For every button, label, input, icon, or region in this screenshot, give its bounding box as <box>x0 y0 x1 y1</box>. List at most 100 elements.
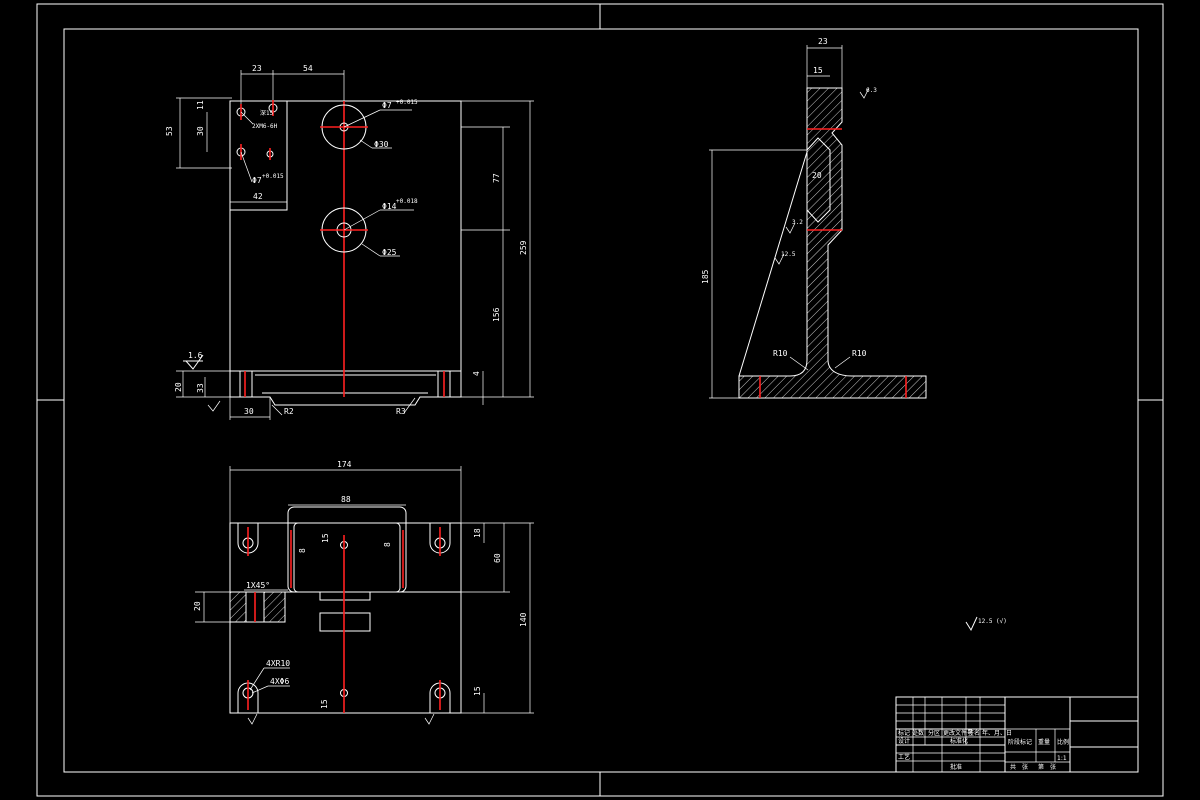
dim-54: 54 <box>303 64 313 73</box>
tb-date: 年、月、日 <box>982 729 1012 737</box>
side-rib-line <box>738 151 808 377</box>
side-dim-15: 15 <box>813 66 823 75</box>
top-dim-15: 15 <box>321 533 330 543</box>
top-dim-8a: 8 <box>298 548 307 553</box>
dim-30b: 30 <box>244 407 254 416</box>
side-roughness-3-val: 12.5 <box>781 251 796 258</box>
tb-sheet-no: 第 <box>1038 763 1044 771</box>
top-boss-1 <box>319 591 371 601</box>
dim-23: 23 <box>252 64 262 73</box>
side-inner-contour <box>806 137 831 223</box>
top-pocket-inner <box>293 522 401 593</box>
general-roughness-symbol <box>965 616 978 632</box>
side-view: 23 15 185 20 R10 R10 6.3 3.2 12.5 <box>701 37 927 399</box>
tb-approve: 批准 <box>950 763 962 771</box>
general-roughness: 12.5 (√) <box>978 618 1007 625</box>
roughness-symbol-1 <box>185 354 204 370</box>
tb-sheet-unit: 张 <box>1022 763 1028 771</box>
leader-phi7-left <box>240 151 253 183</box>
roughness-1-6: 1.6 <box>188 351 203 360</box>
side-r10a: R10 <box>773 349 788 358</box>
inner-border <box>63 28 1139 773</box>
leader-thread <box>240 111 254 125</box>
callout-phi14-tol: +0.018 <box>396 198 418 205</box>
top-dim-15c: 15 <box>473 686 482 696</box>
leader-r2 <box>271 404 283 416</box>
callout-phi7-top: Φ7 <box>382 101 392 110</box>
label-r2: R2 <box>284 407 294 416</box>
base-slot-left <box>239 370 253 398</box>
top-boss-2 <box>319 612 371 632</box>
leader-slot <box>249 667 265 691</box>
top-dim-15b: 15 <box>320 699 329 709</box>
leader-r10a <box>789 356 809 371</box>
title-block-frame <box>895 696 1139 773</box>
side-r10b: R10 <box>852 349 867 358</box>
tb-process: 工艺 <box>898 753 910 761</box>
leader-phi30 <box>359 139 373 149</box>
callout-phi30: Φ30 <box>374 140 389 149</box>
leader-r10b <box>834 356 851 369</box>
callout-depth: 深15 <box>260 109 274 117</box>
top-dim-174: 174 <box>337 460 352 469</box>
callout-slot: 4XR10 <box>266 659 290 668</box>
front-view: 23 54 53 30 11 42 77 156 259 4 20 33 30 <box>165 64 534 420</box>
top-dim-8b: 8 <box>383 542 392 547</box>
front-base <box>229 370 462 406</box>
leader-phi7-top <box>343 109 381 128</box>
callout-phi7-top-tol: +0.015 <box>396 99 418 106</box>
tb-mark: 标记 <box>898 729 910 737</box>
tb-count: 处数 <box>912 729 924 737</box>
outer-border <box>36 3 1164 797</box>
dim-42: 42 <box>253 192 263 201</box>
dim-259: 259 <box>519 240 528 255</box>
callout-phi7-left-tol: +0.015 <box>262 173 284 180</box>
tb-scale: 1:1 <box>1057 755 1067 762</box>
dim-20: 20 <box>174 382 183 392</box>
tb-zone: 分区 <box>928 729 940 737</box>
tb-scale-label: 比例 <box>1057 738 1069 746</box>
callout-thread: 2XM6-6H <box>252 123 278 130</box>
tb-sheet-total: 共 <box>1010 763 1016 771</box>
tb-designer: 设计 <box>898 737 910 745</box>
dim-11: 11 <box>196 100 205 110</box>
side-dim-185: 185 <box>701 269 710 284</box>
top-dim-60: 60 <box>493 553 502 563</box>
callout-phi25: Φ25 <box>382 248 397 257</box>
top-roughness-2 <box>424 713 435 725</box>
dim-77: 77 <box>492 173 501 183</box>
label-r3: R3 <box>396 407 406 416</box>
callout-phi7-left: Φ7 <box>252 176 262 185</box>
tb-weight: 重量 <box>1038 738 1050 746</box>
tb-sign: 签名 <box>968 729 980 737</box>
front-detail-block <box>229 100 288 211</box>
tb-standardize: 标准化 <box>950 737 968 745</box>
side-roughness-3 <box>774 253 785 265</box>
side-dim-23: 23 <box>818 37 828 46</box>
side-roughness-1-val: 6.3 <box>866 87 877 94</box>
tb-stage-mark: 阶段标记 <box>1008 738 1032 746</box>
dim-156: 156 <box>492 307 501 322</box>
front-body-outline <box>229 100 462 372</box>
tb-sheet-unit-2: 张 <box>1050 763 1056 771</box>
top-roughness-1 <box>247 713 258 725</box>
side-roughness-2-val: 3.2 <box>792 219 803 226</box>
callout-phi14: Φ14 <box>382 202 397 211</box>
tb-change-doc: 更改文件号 <box>943 729 973 737</box>
top-view: 174 88 15 8 8 18 60 140 15 15 20 1X45° 4… <box>193 460 534 725</box>
leader-hole <box>251 685 269 694</box>
title-block: 标记 处数 分区 更改文件号 签名 年、月、日 设计 标准化 阶段标记 重量 比… <box>895 696 1139 773</box>
top-chamfer: 1X45° <box>246 581 270 590</box>
top-dim-140: 140 <box>519 612 528 627</box>
top-dim-20: 20 <box>193 601 202 611</box>
sheet-frame <box>36 3 1164 797</box>
leader-r3 <box>403 397 416 414</box>
side-roughness-1 <box>859 87 870 99</box>
dim-33: 33 <box>196 383 205 393</box>
roughness-symbol-2 <box>207 400 221 412</box>
leader-phi25 <box>361 243 381 257</box>
dim-53: 53 <box>165 126 174 136</box>
dim-4: 4 <box>472 371 481 376</box>
dim-30: 30 <box>196 126 205 136</box>
side-dim-20: 20 <box>812 171 822 180</box>
